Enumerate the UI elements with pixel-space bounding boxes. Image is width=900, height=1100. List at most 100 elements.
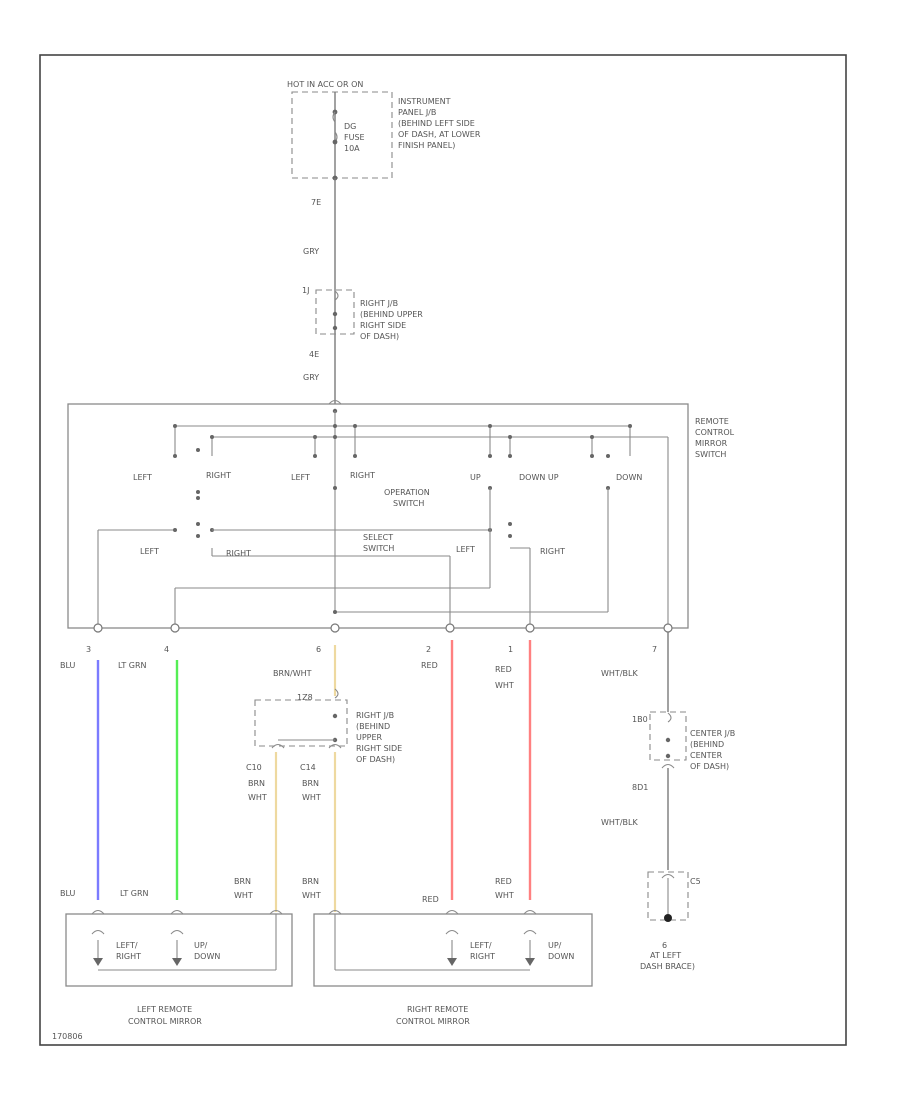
right-jb-bottom-line-4: RIGHT SIDE xyxy=(356,744,402,753)
left-mirror-wire-3b: WHT xyxy=(234,891,253,900)
center-jb-wire: WHT/BLK xyxy=(601,818,638,827)
right-jb-top-line-4: OF DASH) xyxy=(360,332,399,341)
pin-6-wire-color: BRN/WHT xyxy=(273,669,312,678)
right-mirror-wire-3b: WHT xyxy=(495,891,514,900)
pin-2-wire-color: RED xyxy=(421,661,438,670)
pin-4-num: 4 xyxy=(164,645,169,654)
pin-3-wire-color: BLU xyxy=(60,661,76,670)
center-jb-line-4: OF DASH) xyxy=(690,762,729,771)
figure-id: 170806 xyxy=(52,1032,83,1041)
op-down-up: DOWN UP xyxy=(519,473,559,482)
right-mirror-wire-2: RED xyxy=(422,895,439,904)
ipjb-dashed-box xyxy=(291,91,393,179)
right-jb-top: 1J RIGHT J/B (BEHIND UPPER RIGHT SIDE OF… xyxy=(302,286,423,382)
op-down: DOWN xyxy=(616,473,642,482)
left-motor-2a: UP/ xyxy=(194,941,208,950)
remote-control-mirror-switch: REMOTE CONTROL MIRROR SWITCH LEFT RIGHT … xyxy=(67,399,735,629)
switch-name-2: CONTROL xyxy=(695,428,735,437)
pin-1-wire: 1 RED WHT xyxy=(495,623,535,900)
left-mirror-wire-3a: BRN xyxy=(234,877,251,886)
switch-name-4: SWITCH xyxy=(695,450,726,459)
op-up-1: UP xyxy=(470,473,481,482)
left-mirror-wire-2: LT GRN xyxy=(120,889,149,898)
right-mirror-wire-1b: WHT xyxy=(302,891,321,900)
left-motor-2b: DOWN xyxy=(194,952,220,961)
right-jb-bottom-line-3: UPPER xyxy=(356,733,383,742)
pin-7-num: 7 xyxy=(652,645,657,654)
right-mirror-box xyxy=(313,913,593,987)
pin-2-wire: 2 RED xyxy=(421,623,455,900)
pin-6-num: 6 xyxy=(316,645,321,654)
left-mirror-motor-1 xyxy=(93,958,103,966)
pin-1-num: 1 xyxy=(508,645,513,654)
fuse-label-2: FUSE xyxy=(344,133,365,142)
pin-7-wire-color: WHT/BLK xyxy=(601,669,638,678)
select-right-b: RIGHT xyxy=(540,547,565,556)
ground-line-1: AT LEFT xyxy=(650,951,681,960)
operation-switch-label-2: SWITCH xyxy=(393,499,424,508)
pin-7-wire: 7 WHT/BLK xyxy=(601,623,673,712)
op-left-2: LEFT xyxy=(291,473,310,482)
right-jb-bottom: 1Z8 RIGHT J/B (BEHIND UPPER RIGHT SIDE O… xyxy=(246,688,402,912)
right-jb-top-line-2: (BEHIND UPPER xyxy=(360,310,423,319)
right-mirror-wire-3a: RED xyxy=(495,877,512,886)
pin-1-wire-color: RED xyxy=(495,665,512,674)
ground-conn: C5 xyxy=(690,877,701,886)
right-motor-2b: DOWN xyxy=(548,952,574,961)
ipjb-line-1: INSTRUMENT xyxy=(398,97,451,106)
wire-gry-top: GRY xyxy=(303,247,319,256)
center-jb-line-3: CENTER xyxy=(690,751,723,760)
pin-1-wire-color-2: WHT xyxy=(495,681,514,690)
instrument-panel-jb: HOT IN ACC OR ON DG FUSE 10A INSTRUMENT … xyxy=(287,80,481,181)
pin-6-wire: 6 BRN/WHT xyxy=(273,623,340,696)
left-mirror-name-1: LEFT REMOTE xyxy=(137,1005,192,1014)
right-jb-bottom-line-1: RIGHT J/B xyxy=(356,711,394,720)
power-source-label: HOT IN ACC OR ON xyxy=(287,80,363,89)
right-jb-bottom-line-5: OF DASH) xyxy=(356,755,395,764)
splice-wire-2b: WHT xyxy=(302,793,321,802)
left-remote-control-mirror: BLU LT GRN BRN WHT LEFT/ RIGHT UP/ DOWN … xyxy=(60,877,293,1026)
switch-name-3: MIRROR xyxy=(695,439,728,448)
right-jb-bottom-conn: 1Z8 xyxy=(297,693,313,702)
ipjb-line-2: PANEL J/B xyxy=(398,108,436,117)
select-right-a: RIGHT xyxy=(226,549,251,558)
switch-name-1: REMOTE xyxy=(695,417,729,426)
right-jb-top-line-1: RIGHT J/B xyxy=(360,299,398,308)
right-jb-top-line-3: RIGHT SIDE xyxy=(360,321,406,330)
pin-4-wire: 4 LT GRN xyxy=(118,623,180,900)
connector-c10: C10 xyxy=(246,763,262,772)
fuse-label-1: DG xyxy=(344,122,356,131)
pin-2-num: 2 xyxy=(426,645,431,654)
op-left-1: LEFT xyxy=(133,473,152,482)
connector-7e: 7E xyxy=(311,198,321,207)
center-jb-line-2: (BEHIND xyxy=(690,740,724,749)
right-remote-control-mirror: BRN WHT RED RED WHT LEFT/ RIGHT UP/ DOWN… xyxy=(302,877,593,1026)
center-jb-conn: 1B0 xyxy=(632,715,648,724)
center-jb-line-1: CENTER J/B xyxy=(690,729,735,738)
operation-switch-label-1: OPERATION xyxy=(384,488,430,497)
left-mirror-motor-2 xyxy=(172,958,182,966)
right-motor-1b: RIGHT xyxy=(470,952,495,961)
select-left-b: LEFT xyxy=(456,545,475,554)
pin-4-wire-color: LT GRN xyxy=(118,661,147,670)
left-motor-1b: RIGHT xyxy=(116,952,141,961)
right-motor-2a: UP/ xyxy=(548,941,562,950)
right-mirror-name-1: RIGHT REMOTE xyxy=(407,1005,468,1014)
right-jb-bottom-line-2: (BEHIND xyxy=(356,722,390,731)
switch-box xyxy=(67,403,689,629)
ipjb-line-5: FINISH PANEL) xyxy=(398,141,455,150)
op-right-1: RIGHT xyxy=(206,471,231,480)
right-jb-top-conn: 1J xyxy=(302,286,309,295)
select-switch-label-2: SWITCH xyxy=(363,544,394,553)
right-mirror-motor-2 xyxy=(525,958,535,966)
right-mirror-motor-1 xyxy=(447,958,457,966)
ground-point: C5 6 AT LEFT DASH BRACE) xyxy=(640,871,701,971)
ground-line-2: DASH BRACE) xyxy=(640,962,695,971)
fuse-label-3: 10A xyxy=(344,144,360,153)
right-mirror-wire-1a: BRN xyxy=(302,877,319,886)
left-mirror-wire-1: BLU xyxy=(60,889,76,898)
connector-8d1: 8D1 xyxy=(632,783,648,792)
connector-c14: C14 xyxy=(300,763,316,772)
select-switch-label-1: SELECT xyxy=(363,533,393,542)
